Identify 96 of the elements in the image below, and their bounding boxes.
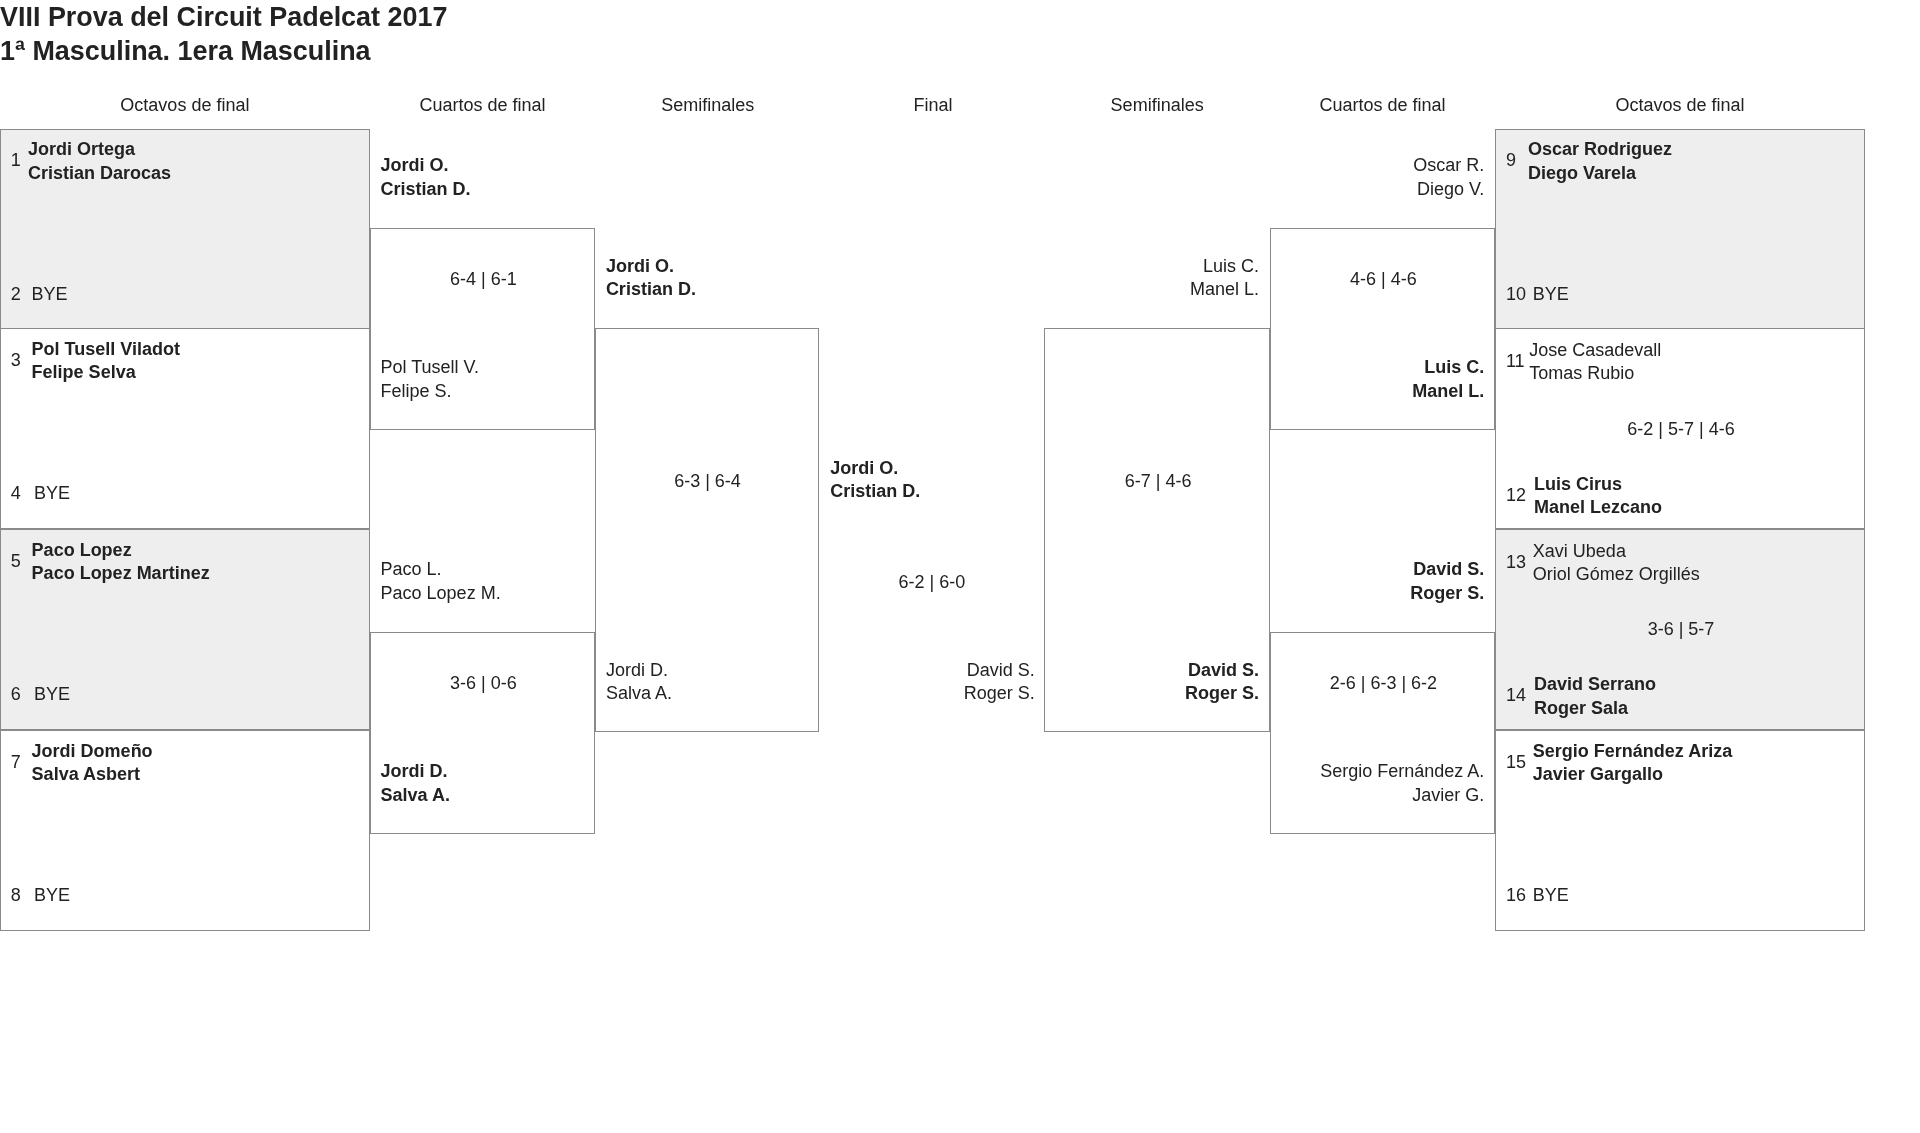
match-score: 3-6 | 0-6 [450, 672, 517, 695]
player-name: Javier Gargallo [1532, 762, 1663, 785]
player-name: Manel Lezcano [1534, 495, 1663, 518]
match-score: 6-4 | 6-1 [450, 268, 517, 291]
player-name: Roger S. [963, 682, 1035, 705]
player-name: Luis Cirus [1534, 472, 1623, 495]
seed-number: 1 [10, 149, 21, 172]
seed-number: 15 [1505, 750, 1526, 773]
bye-entry: BYE [34, 482, 71, 505]
player-name: Diego Varela [1527, 161, 1636, 184]
player-name: Cristian D. [830, 480, 921, 502]
player-name: Tomas Rubio [1529, 362, 1635, 385]
player-name: Salva A. [605, 682, 672, 705]
match-score: 4-6 | 4-6 [1350, 268, 1417, 291]
player-name: Paco L. [380, 558, 442, 581]
player-name: Cristian D. [605, 277, 696, 300]
player-name: Paco Lopez Martinez [31, 562, 210, 584]
player-name: Pol Tusell Viladot [31, 337, 180, 360]
player-name: David S. [1413, 558, 1485, 581]
seed-number: 7 [10, 750, 21, 773]
match-box [1495, 729, 1865, 931]
player-name: Jordi O. [605, 254, 674, 277]
match-box [0, 128, 370, 330]
match-box [0, 729, 370, 931]
bracket-subtitle: 1ª Masculina. 1era Masculina [0, 35, 371, 67]
player-name: Felipe Selva [31, 361, 136, 384]
player-name: Diego V. [1416, 177, 1485, 200]
player-name: Jordi O. [380, 154, 449, 177]
player-name: Paco Lopez M. [380, 581, 501, 604]
bye-entry: BYE [1532, 282, 1569, 305]
bye-entry: BYE [31, 282, 68, 305]
seed-number: 10 [1505, 282, 1526, 305]
match-box [1495, 128, 1865, 330]
player-name: Jose Casadevall [1529, 339, 1662, 362]
seed-number: 9 [1505, 149, 1516, 172]
match-score: 6-2 | 6-0 [898, 570, 966, 593]
player-name: Oscar Rodriguez [1527, 138, 1672, 161]
seed-number: 11 [1505, 350, 1525, 373]
player-name: Luis C. [1202, 254, 1259, 277]
round-header: Semifinales [1110, 94, 1204, 117]
player-name: Xavi Ubeda [1532, 540, 1626, 562]
match-score: 2-6 | 6-3 | 6-2 [1329, 672, 1438, 695]
match-score: 6-7 | 4-6 [1124, 470, 1192, 493]
seed-number: 8 [10, 884, 21, 907]
match-box [0, 328, 370, 529]
round-header: Semifinales [661, 94, 755, 117]
match-box [1495, 328, 1865, 529]
player-name: Jordi D. [380, 760, 448, 783]
player-name: Oscar R. [1413, 154, 1485, 177]
player-name: David Serrano [1534, 673, 1657, 696]
player-name: Jordi O. [830, 456, 899, 479]
player-name: David S. [1187, 658, 1259, 681]
seed-number: 5 [10, 549, 21, 572]
player-name: David S. [966, 658, 1035, 681]
seed-number: 3 [10, 348, 21, 371]
player-name: Sergio Fernández Ariza [1532, 739, 1733, 762]
seed-number: 6 [10, 683, 21, 706]
match-score: 6-3 | 6-4 [674, 470, 741, 493]
match-box [1495, 528, 1865, 730]
seed-number: 4 [10, 482, 21, 505]
player-name: Oriol Gómez Orgillés [1532, 563, 1700, 586]
bye-entry: BYE [34, 683, 71, 706]
seed-number: 2 [10, 282, 21, 305]
player-name: Jordi Domeño [31, 739, 153, 762]
seed-number: 14 [1505, 684, 1526, 707]
player-name: Manel L. [1412, 379, 1485, 402]
player-name: Luis C. [1424, 356, 1485, 379]
player-name: Roger S. [1185, 682, 1259, 705]
player-name: Jordi D. [605, 658, 668, 681]
round-header: Final [913, 94, 953, 117]
player-name: Javier G. [1412, 783, 1485, 806]
round-header: Cuartos de final [419, 94, 546, 117]
player-name: Cristian D. [380, 177, 471, 200]
seed-number: 13 [1505, 551, 1526, 573]
player-name: Salva A. [380, 783, 450, 806]
player-name: Roger Sala [1534, 696, 1629, 719]
bracket-title: VIII Prova del Circuit Padelcat 2017 [0, 2, 448, 34]
bye-entry: BYE [34, 884, 71, 907]
match-score: 6-2 | 5-7 | 4-6 [1627, 417, 1735, 440]
seed-number: 16 [1505, 884, 1526, 907]
player-name: Manel L. [1189, 277, 1259, 300]
player-name: Felipe S. [380, 379, 452, 402]
bye-entry: BYE [1532, 884, 1569, 907]
player-name: Sergio Fernández A. [1320, 760, 1485, 783]
round-header: Octavos de final [1615, 94, 1745, 117]
player-name: Roger S. [1410, 581, 1485, 604]
player-name: Cristian Darocas [27, 161, 171, 184]
player-name: Paco Lopez [31, 538, 132, 561]
match-box [0, 528, 370, 730]
match-score: 3-6 | 5-7 [1647, 618, 1715, 641]
seed-number: 12 [1505, 483, 1526, 506]
player-name: Pol Tusell V. [380, 356, 479, 379]
round-header: Cuartos de final [1319, 94, 1446, 117]
player-name: Jordi Ortega [27, 138, 135, 161]
player-name: Salva Asbert [31, 762, 140, 785]
round-header: Octavos de final [120, 94, 250, 117]
